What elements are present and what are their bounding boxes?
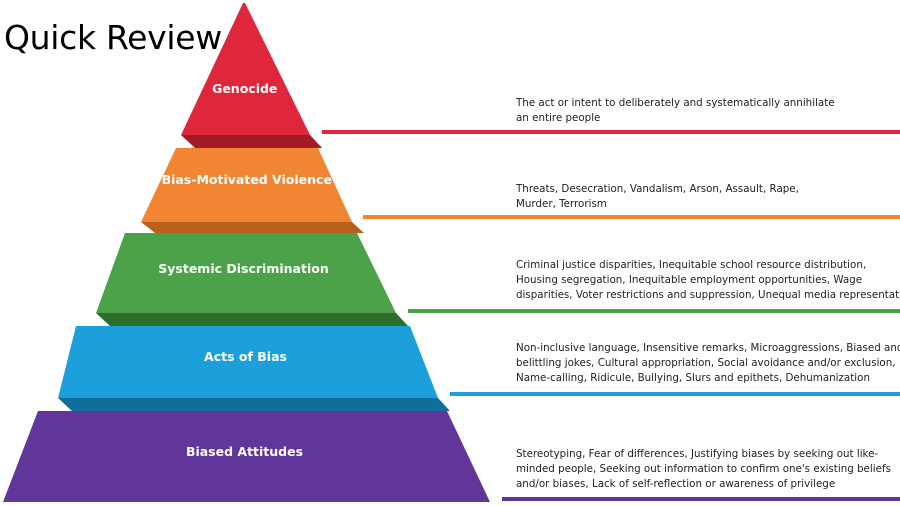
tier-label: Systemic Discrimination xyxy=(158,261,329,276)
description-line: Criminal justice disparities, Inequitabl… xyxy=(516,259,867,271)
pyramid-tier xyxy=(181,3,310,135)
description-line: an entire people xyxy=(516,112,601,124)
pyramid-tier xyxy=(3,411,490,502)
tier-label: Bias-Motivated Violence xyxy=(161,172,332,187)
tier-label: Biased Attitudes xyxy=(185,444,304,459)
description-line: belittling jokes, Cultural appropriation… xyxy=(516,357,896,369)
description-line: Non-inclusive language, Insensitive rema… xyxy=(516,342,900,354)
tier-shadow xyxy=(141,222,364,233)
description-line: disparities, Voter restrictions and supp… xyxy=(516,289,900,301)
tier-rule xyxy=(502,497,900,501)
description-line: Murder, Terrorism xyxy=(516,198,607,210)
tier-rule xyxy=(408,309,900,313)
tier-label: Genocide xyxy=(212,81,278,96)
description-line: and/or biases, Lack of self-reflection o… xyxy=(516,478,836,490)
description-line: Housing segregation, Inequitable employm… xyxy=(516,274,863,286)
description-line: minded people, Seeking out information t… xyxy=(516,463,891,475)
tier-description: Non-inclusive language, Insensitive rema… xyxy=(516,341,900,386)
slide-title: Quick Review xyxy=(4,18,222,57)
tier-description: Criminal justice disparities, Inequitabl… xyxy=(516,258,900,303)
tier-rule xyxy=(322,130,900,134)
tier-shadow xyxy=(181,135,322,148)
description-line: Name-calling, Ridicule, Bullying, Slurs … xyxy=(516,372,870,384)
tier-description: The act or intent to deliberately and sy… xyxy=(516,96,900,126)
pyramid-tier xyxy=(141,148,352,222)
tier-description: Stereotyping, Fear of differences, Justi… xyxy=(516,447,900,492)
tier-description: Threats, Desecration, Vandalism, Arson, … xyxy=(516,182,900,212)
tier-shadow xyxy=(58,398,450,411)
tier-rule xyxy=(363,215,900,219)
tier-shadow xyxy=(96,313,408,326)
description-line: The act or intent to deliberately and sy… xyxy=(516,97,835,109)
description-line: Threats, Desecration, Vandalism, Arson, … xyxy=(516,183,799,195)
tier-label: Acts of Bias xyxy=(204,349,287,364)
description-line: Stereotyping, Fear of differences, Justi… xyxy=(516,448,879,460)
pyramid-tier xyxy=(58,326,438,398)
tier-rule xyxy=(450,392,900,396)
pyramid-tier xyxy=(96,233,396,313)
